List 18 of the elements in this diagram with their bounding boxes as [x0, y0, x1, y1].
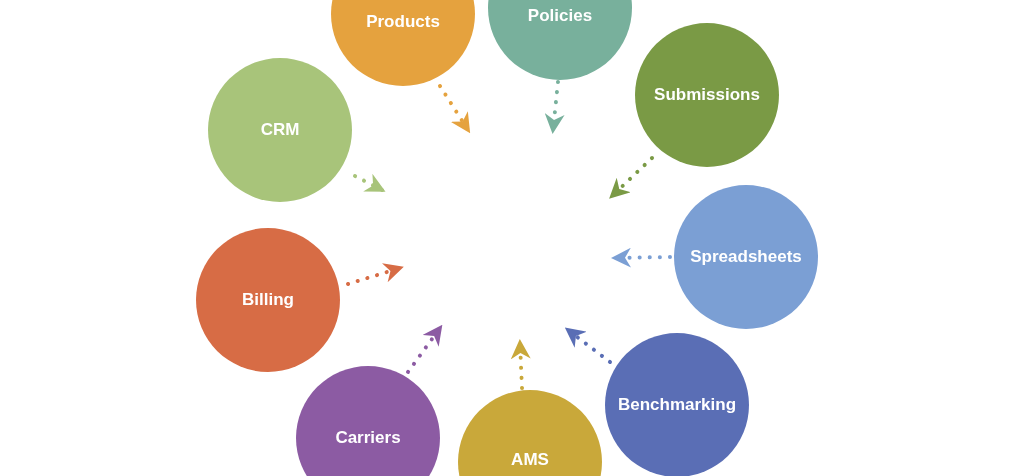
category-label: Billing	[242, 290, 294, 310]
category-label: Policies	[527, 6, 593, 26]
dotted-arrow	[438, 84, 471, 134]
dotted-arrow	[353, 173, 386, 192]
dotted-arrow	[510, 339, 531, 390]
dotted-arrow	[406, 324, 443, 374]
category-label: AMS	[511, 450, 549, 470]
category-label: Products	[366, 12, 440, 32]
category-label: Benchmarking	[617, 395, 737, 415]
dotted-arrow	[544, 80, 565, 134]
category-label: Carriers	[335, 428, 401, 448]
category-label: Submissions	[654, 85, 760, 105]
dotted-arrow	[564, 327, 612, 364]
category-label: CRM	[260, 120, 300, 140]
category-label: Spreadsheets	[690, 247, 802, 267]
dotted-arrow	[609, 156, 654, 199]
dotted-arrow	[611, 247, 672, 268]
dotted-arrow	[346, 263, 404, 286]
